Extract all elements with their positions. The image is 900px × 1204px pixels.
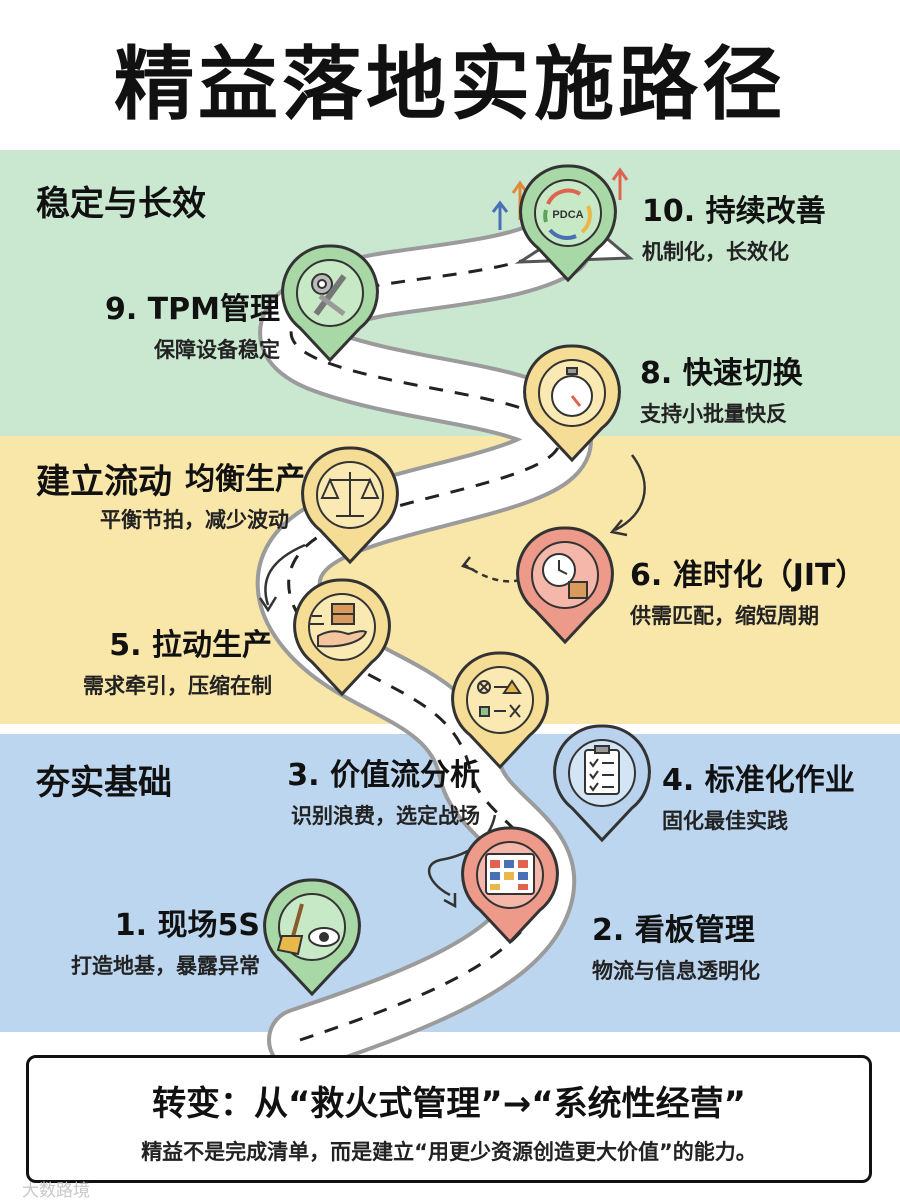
step-title: 均衡生产 [185,462,305,497]
phase-label-stability: 稳定与长效 [36,184,206,224]
step-title: 1. 现场5S [114,908,260,943]
wrench-gear-icon [311,273,347,316]
clipboard-checklist-icon [584,745,620,795]
step-7-pin [301,446,399,565]
step-title: 6. 准时化（JIT） [630,558,866,593]
step-10-label: 10. 持续改善 机制化，长效化 [642,186,826,266]
step-4-label: 4. 标准化作业 固化最佳实践 [662,755,855,835]
step-title: 2. 看板管理 [592,913,755,948]
phase-label-foundation: 夯实基础 [36,763,172,803]
stopwatch-icon [551,367,593,417]
growth-arrows-icon [491,167,629,230]
step-subtitle: 平衡节拍，减少波动 [100,508,289,532]
summary-subtitle: 精益不是完成清单，而是建立“用更少资源创造更大价值”的能力。 [141,1140,757,1164]
step-subtitle: 机制化，长效化 [642,240,789,264]
step-title: 8. 快速切换 [640,356,803,391]
step-6-label: 6. 准时化（JIT） 供需匹配，缩短周期 [630,550,866,630]
curve-arrow-icon [464,563,521,583]
balance-scale-icon [320,472,380,517]
step-8-pin [523,344,621,463]
step-title: 5. 拉动生产 [109,628,272,663]
step-9-pin [281,244,379,363]
step-1-label: 1. 现场5S 打造地基，暴露异常 [71,900,260,980]
summary-title: 转变：从“救火式管理”→“系统性经营” [152,1084,746,1124]
pdca-cycle-icon: PDCA [543,188,592,240]
step-subtitle: 固化最佳实践 [662,809,788,833]
step-subtitle: 供需匹配，缩短周期 [630,604,819,628]
broom-eye-icon [276,903,340,956]
step-8-label: 8. 快速切换 支持小批量快反 [640,348,803,428]
step-2-pin [461,826,559,945]
step-6-pin [516,526,614,645]
clock-box-icon [542,553,588,599]
page-title: 精益落地实施路径 [114,38,786,131]
step-10-pin: PDCA [519,164,617,283]
kanban-board-icon [485,853,535,895]
step-subtitle: 打造地基，暴露异常 [71,954,260,978]
curve-arrow-icon [264,543,306,606]
flow-symbols-icon [477,679,522,718]
step-subtitle: 支持小批量快反 [640,402,787,426]
step-title: 4. 标准化作业 [662,763,855,798]
watermark: 大数路境 [22,1181,90,1201]
step-subtitle: 识别浪费，选定战场 [291,804,480,828]
step-5-label: 5. 拉动生产 需求牵引，压缩在制 [83,620,272,700]
pdca-label: PDCA [552,209,583,221]
step-subtitle: 需求牵引，压缩在制 [83,674,272,698]
step-3-pin [451,651,549,770]
step-9-label: 9. TPM管理 保障设备稳定 [105,284,280,364]
step-1-pin [263,878,361,997]
curve-arrow-icon [614,454,646,532]
step-2-label: 2. 看板管理 物流与信息透明化 [592,905,760,985]
step-4-pin [553,724,651,843]
step-7-label: 均衡生产 平衡节拍，减少波动 [100,454,305,534]
step-title: 3. 价值流分析 [287,758,480,793]
step-title: 9. TPM管理 [104,292,280,327]
hand-box-icon [310,603,368,648]
step-subtitle: 保障设备稳定 [154,338,280,362]
step-subtitle: 物流与信息透明化 [592,959,760,983]
step-title: 10. 持续改善 [642,194,826,229]
step-3-label: 3. 价值流分析 识别浪费，选定战场 [287,750,480,830]
phase-label-flow: 建立流动 [36,462,172,502]
summary-box: 转变：从“救火式管理”→“系统性经营” 精益不是完成清单，而是建立“用更少资源创… [26,1055,872,1183]
step-5-pin [293,578,391,697]
